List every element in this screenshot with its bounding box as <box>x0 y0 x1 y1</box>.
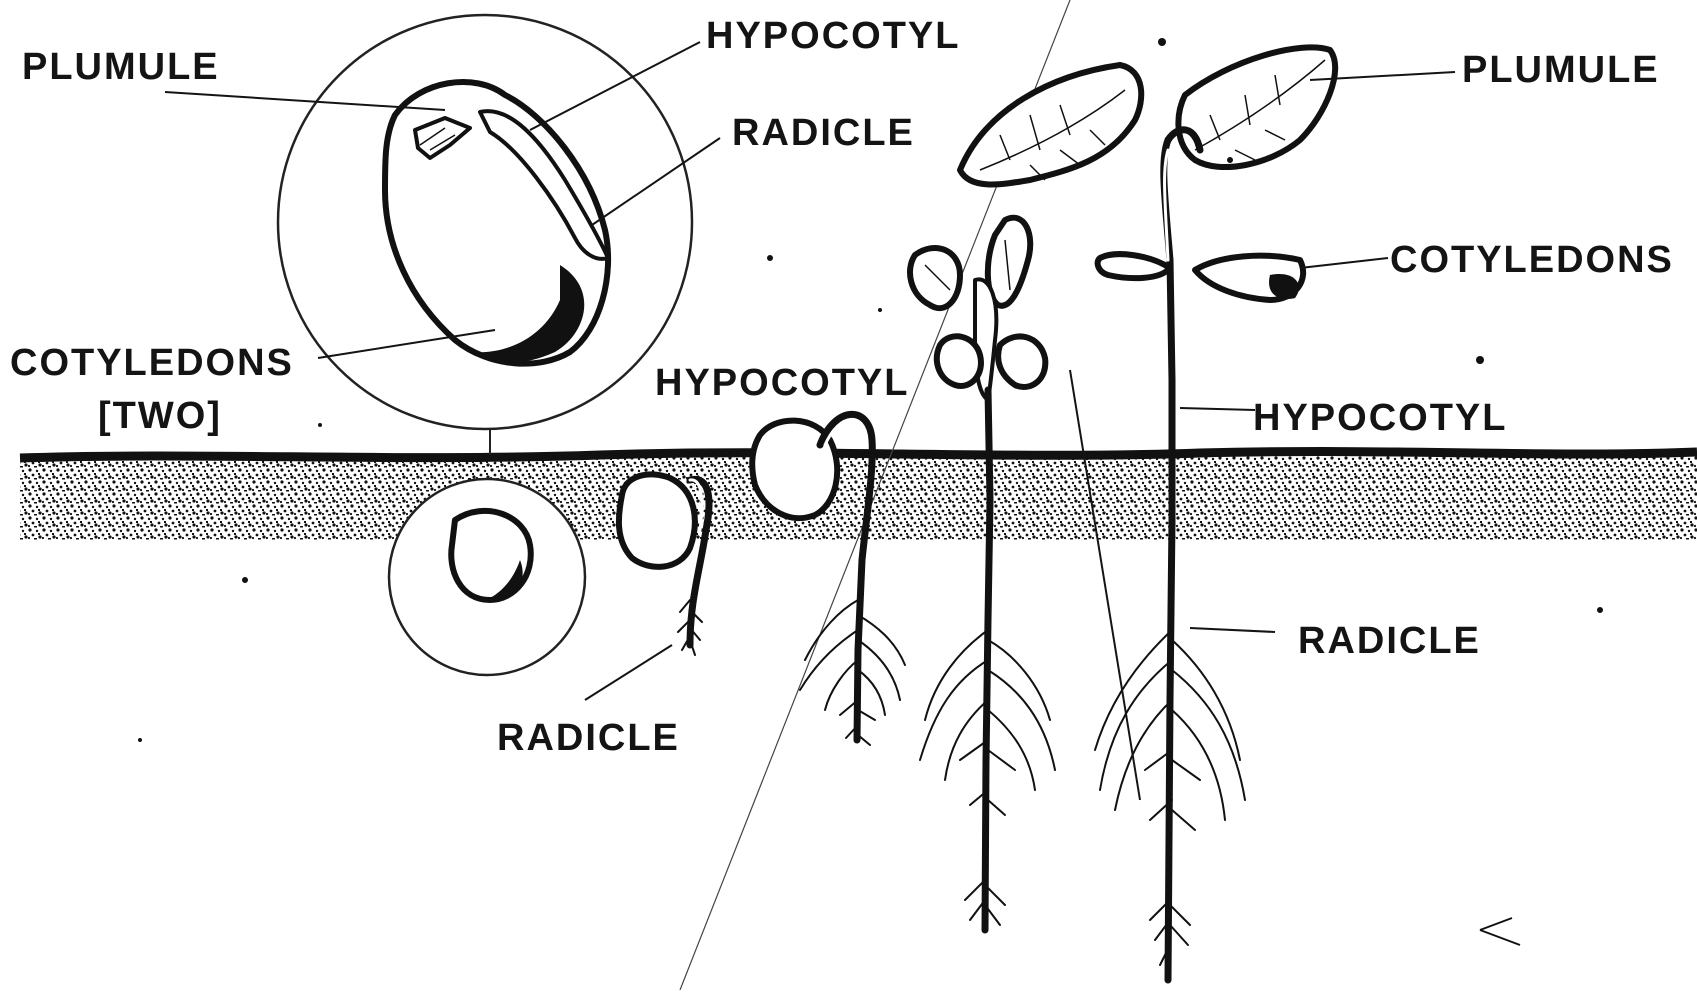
stage5-cotyledon-left <box>1098 254 1170 278</box>
stage4-cotyledon-right <box>998 336 1045 387</box>
stage4-seedling <box>910 218 1055 930</box>
soil-layer <box>20 452 1697 540</box>
label-cotyledons-seedling: COTYLEDONS <box>1390 239 1674 281</box>
label-radicle-seedling: RADICLE <box>1298 620 1481 662</box>
label-cotyledons-count: [TWO] <box>98 395 222 437</box>
label-radicle-seed: RADICLE <box>732 112 915 154</box>
label-hypocotyl-seedling: HYPOCOTYL <box>1253 397 1507 439</box>
stage4-leaf-left <box>910 248 960 308</box>
stage1b-buried-seed <box>389 479 585 675</box>
label-cotyledons-seed: COTYLEDONS <box>10 342 294 384</box>
label-plumule-seedling: PLUMULE <box>1462 49 1660 91</box>
label-hypocotyl-seed: HYPOCOTYL <box>706 15 960 57</box>
stage2-cotyledon <box>619 474 695 567</box>
stage3-labels: HYPOCOTYL <box>655 362 909 404</box>
stage4-cotyledon-left <box>937 336 981 386</box>
label-radicle-young: RADICLE <box>497 717 680 759</box>
label-plumule-seed: PLUMULE <box>22 46 220 88</box>
label-hypocotyl-hook: HYPOCOTYL <box>655 362 909 404</box>
stage1-seed <box>278 15 692 455</box>
